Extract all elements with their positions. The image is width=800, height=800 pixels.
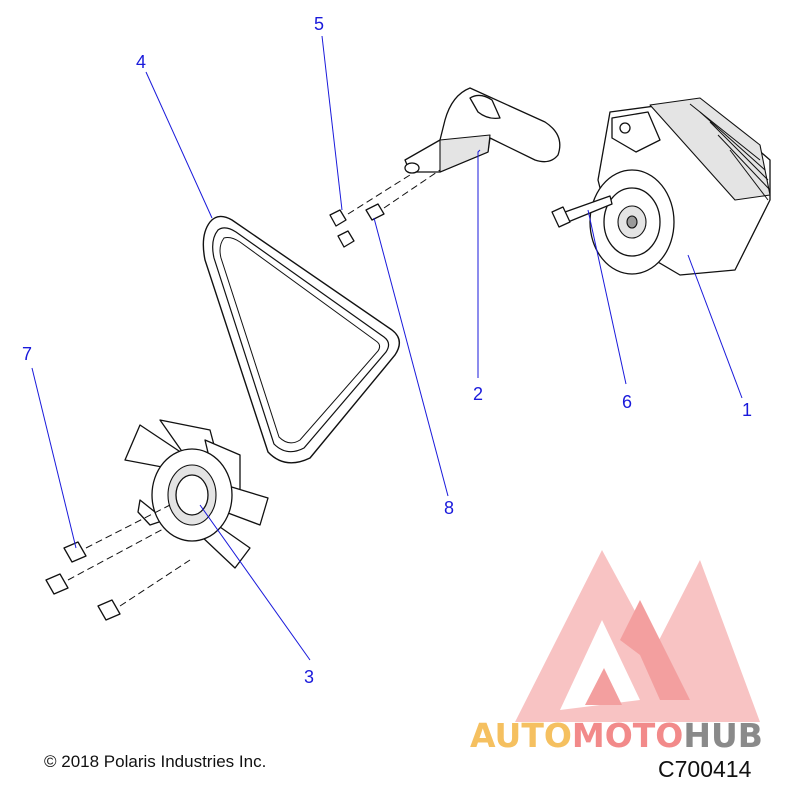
watermark-text-part1: AUTO bbox=[470, 716, 572, 755]
drawing-number: C700414 bbox=[658, 756, 752, 782]
callout-1: 1 bbox=[742, 400, 752, 420]
watermark-text-part3: HUB bbox=[683, 716, 763, 755]
cooling-fan bbox=[124, 419, 269, 569]
callout-5: 5 bbox=[314, 14, 324, 34]
callout-4: 4 bbox=[136, 52, 146, 72]
watermark-text-part2: MOTO bbox=[571, 716, 684, 755]
v-belt bbox=[202, 215, 400, 464]
watermark-logo bbox=[515, 550, 760, 722]
callout-2: 2 bbox=[473, 384, 483, 404]
long-bolt bbox=[551, 195, 613, 228]
bracket-arm bbox=[404, 87, 561, 174]
bracket-bolts bbox=[329, 169, 441, 248]
callout-3: 3 bbox=[304, 667, 314, 687]
leader-lines bbox=[31, 35, 743, 661]
watermark-text: AUTOMOTOHUB bbox=[470, 716, 763, 755]
copyright-text: © 2018 Polaris Industries Inc. bbox=[44, 752, 267, 771]
callout-6: 6 bbox=[622, 392, 632, 412]
callout-8: 8 bbox=[444, 498, 454, 518]
callout-7: 7 bbox=[22, 344, 32, 364]
fan-bolts bbox=[45, 504, 191, 621]
alternator bbox=[589, 97, 771, 276]
